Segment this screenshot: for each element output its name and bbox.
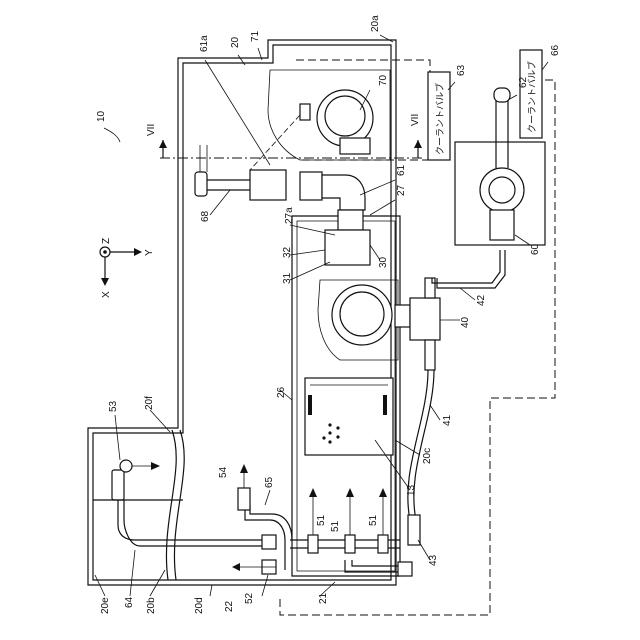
chip-tray-13 <box>305 378 393 455</box>
label-52: 52 <box>244 592 255 604</box>
manifold-40-bottom <box>425 340 435 370</box>
label-21: 21 <box>318 592 329 604</box>
valve-60-inner <box>489 177 515 203</box>
label-60: 60 <box>530 243 541 255</box>
axis-x-label: X <box>101 291 112 298</box>
hose-20b <box>166 430 184 580</box>
manifold-end-fitting <box>398 562 412 576</box>
coupling-61 <box>300 172 322 200</box>
coolant-valve-label-63: クーラントバルブ <box>434 83 446 155</box>
label-41: 41 <box>442 414 453 426</box>
label-20c: 20c <box>422 448 433 464</box>
arrow-53-head <box>151 462 160 470</box>
tray-latch-right <box>383 395 387 415</box>
label-20a: 20a <box>370 15 381 32</box>
axis-z-label: Z <box>101 238 112 244</box>
section-arrowhead-left <box>159 140 167 148</box>
motor-40-rotor <box>340 292 384 336</box>
pump-neck-30 <box>338 210 363 230</box>
label-22: 22 <box>224 600 235 612</box>
figure-number-arrow <box>104 128 120 142</box>
nozzle-fitting-51a <box>308 535 318 553</box>
label-51-a: 51 <box>316 514 327 526</box>
label-20b: 20b <box>146 597 157 614</box>
label-27a: 27a <box>284 207 295 224</box>
figure-number: 10 <box>96 110 107 122</box>
label-66: 66 <box>550 44 561 56</box>
label-20f: 20f <box>144 396 155 410</box>
label-13: 13 <box>406 484 417 496</box>
motor-40-connector <box>395 305 410 327</box>
label-65: 65 <box>264 476 275 488</box>
section-mark-right: VII <box>410 114 421 126</box>
manifold-40-top <box>425 278 435 298</box>
label-51-b: 51 <box>330 520 341 532</box>
label-63: 63 <box>456 64 467 76</box>
arrow-54-head <box>240 464 248 473</box>
label-62: 62 <box>518 76 529 88</box>
label-70: 70 <box>378 74 389 86</box>
motor-70-bracket <box>300 104 310 120</box>
label-20d: 20d <box>194 597 205 614</box>
valve-body-61 <box>250 170 286 200</box>
label-27: 27 <box>396 184 407 196</box>
label-31: 31 <box>282 272 293 284</box>
nozzle-fitting-51c <box>378 535 388 553</box>
manifold-21-lower <box>345 560 400 572</box>
nozzle-54 <box>238 488 250 510</box>
label-30: 30 <box>378 256 389 268</box>
tray-latch-left <box>308 395 312 415</box>
label-61: 61 <box>396 164 407 176</box>
label-54: 54 <box>218 466 229 478</box>
label-20e: 20e <box>100 597 111 614</box>
pipe-42 <box>432 250 505 288</box>
label-68: 68 <box>200 210 211 222</box>
fitting-52-upper <box>262 535 276 549</box>
pump-30 <box>325 230 370 265</box>
elbow-61a <box>195 172 207 196</box>
section-arrowhead-right <box>414 140 422 148</box>
valve-60-stem <box>490 210 514 240</box>
label-32: 32 <box>282 246 293 258</box>
discharge-arrows-51 <box>309 488 387 535</box>
label-43: 43 <box>428 554 439 566</box>
label-20: 20 <box>230 36 241 48</box>
nozzle-62 <box>494 88 510 102</box>
axis-y-label: Y <box>144 249 155 256</box>
label-64: 64 <box>124 596 135 608</box>
pipe-41 <box>408 370 434 520</box>
nozzle-fitting-51b <box>345 535 355 553</box>
nozzle-53-head <box>120 460 132 472</box>
motor-70-rotor <box>325 96 365 136</box>
label-26: 26 <box>276 386 287 398</box>
elbow-61 <box>322 175 365 210</box>
label-53: 53 <box>108 400 119 412</box>
arrow-52-head <box>232 563 240 571</box>
label-40: 40 <box>460 316 471 328</box>
manifold-40 <box>410 298 440 340</box>
axis-indicator <box>100 247 142 286</box>
label-71: 71 <box>250 30 261 42</box>
section-mark-left: VII <box>146 124 157 136</box>
coolant-valve-label-66: クーラントバルブ <box>526 61 538 133</box>
nozzle-53 <box>112 470 124 500</box>
dash-line-hood <box>250 115 300 170</box>
label-51-c: 51 <box>368 514 379 526</box>
label-42: 42 <box>476 294 487 306</box>
motor-70-base <box>340 138 370 154</box>
label-61a: 61a <box>199 35 210 52</box>
